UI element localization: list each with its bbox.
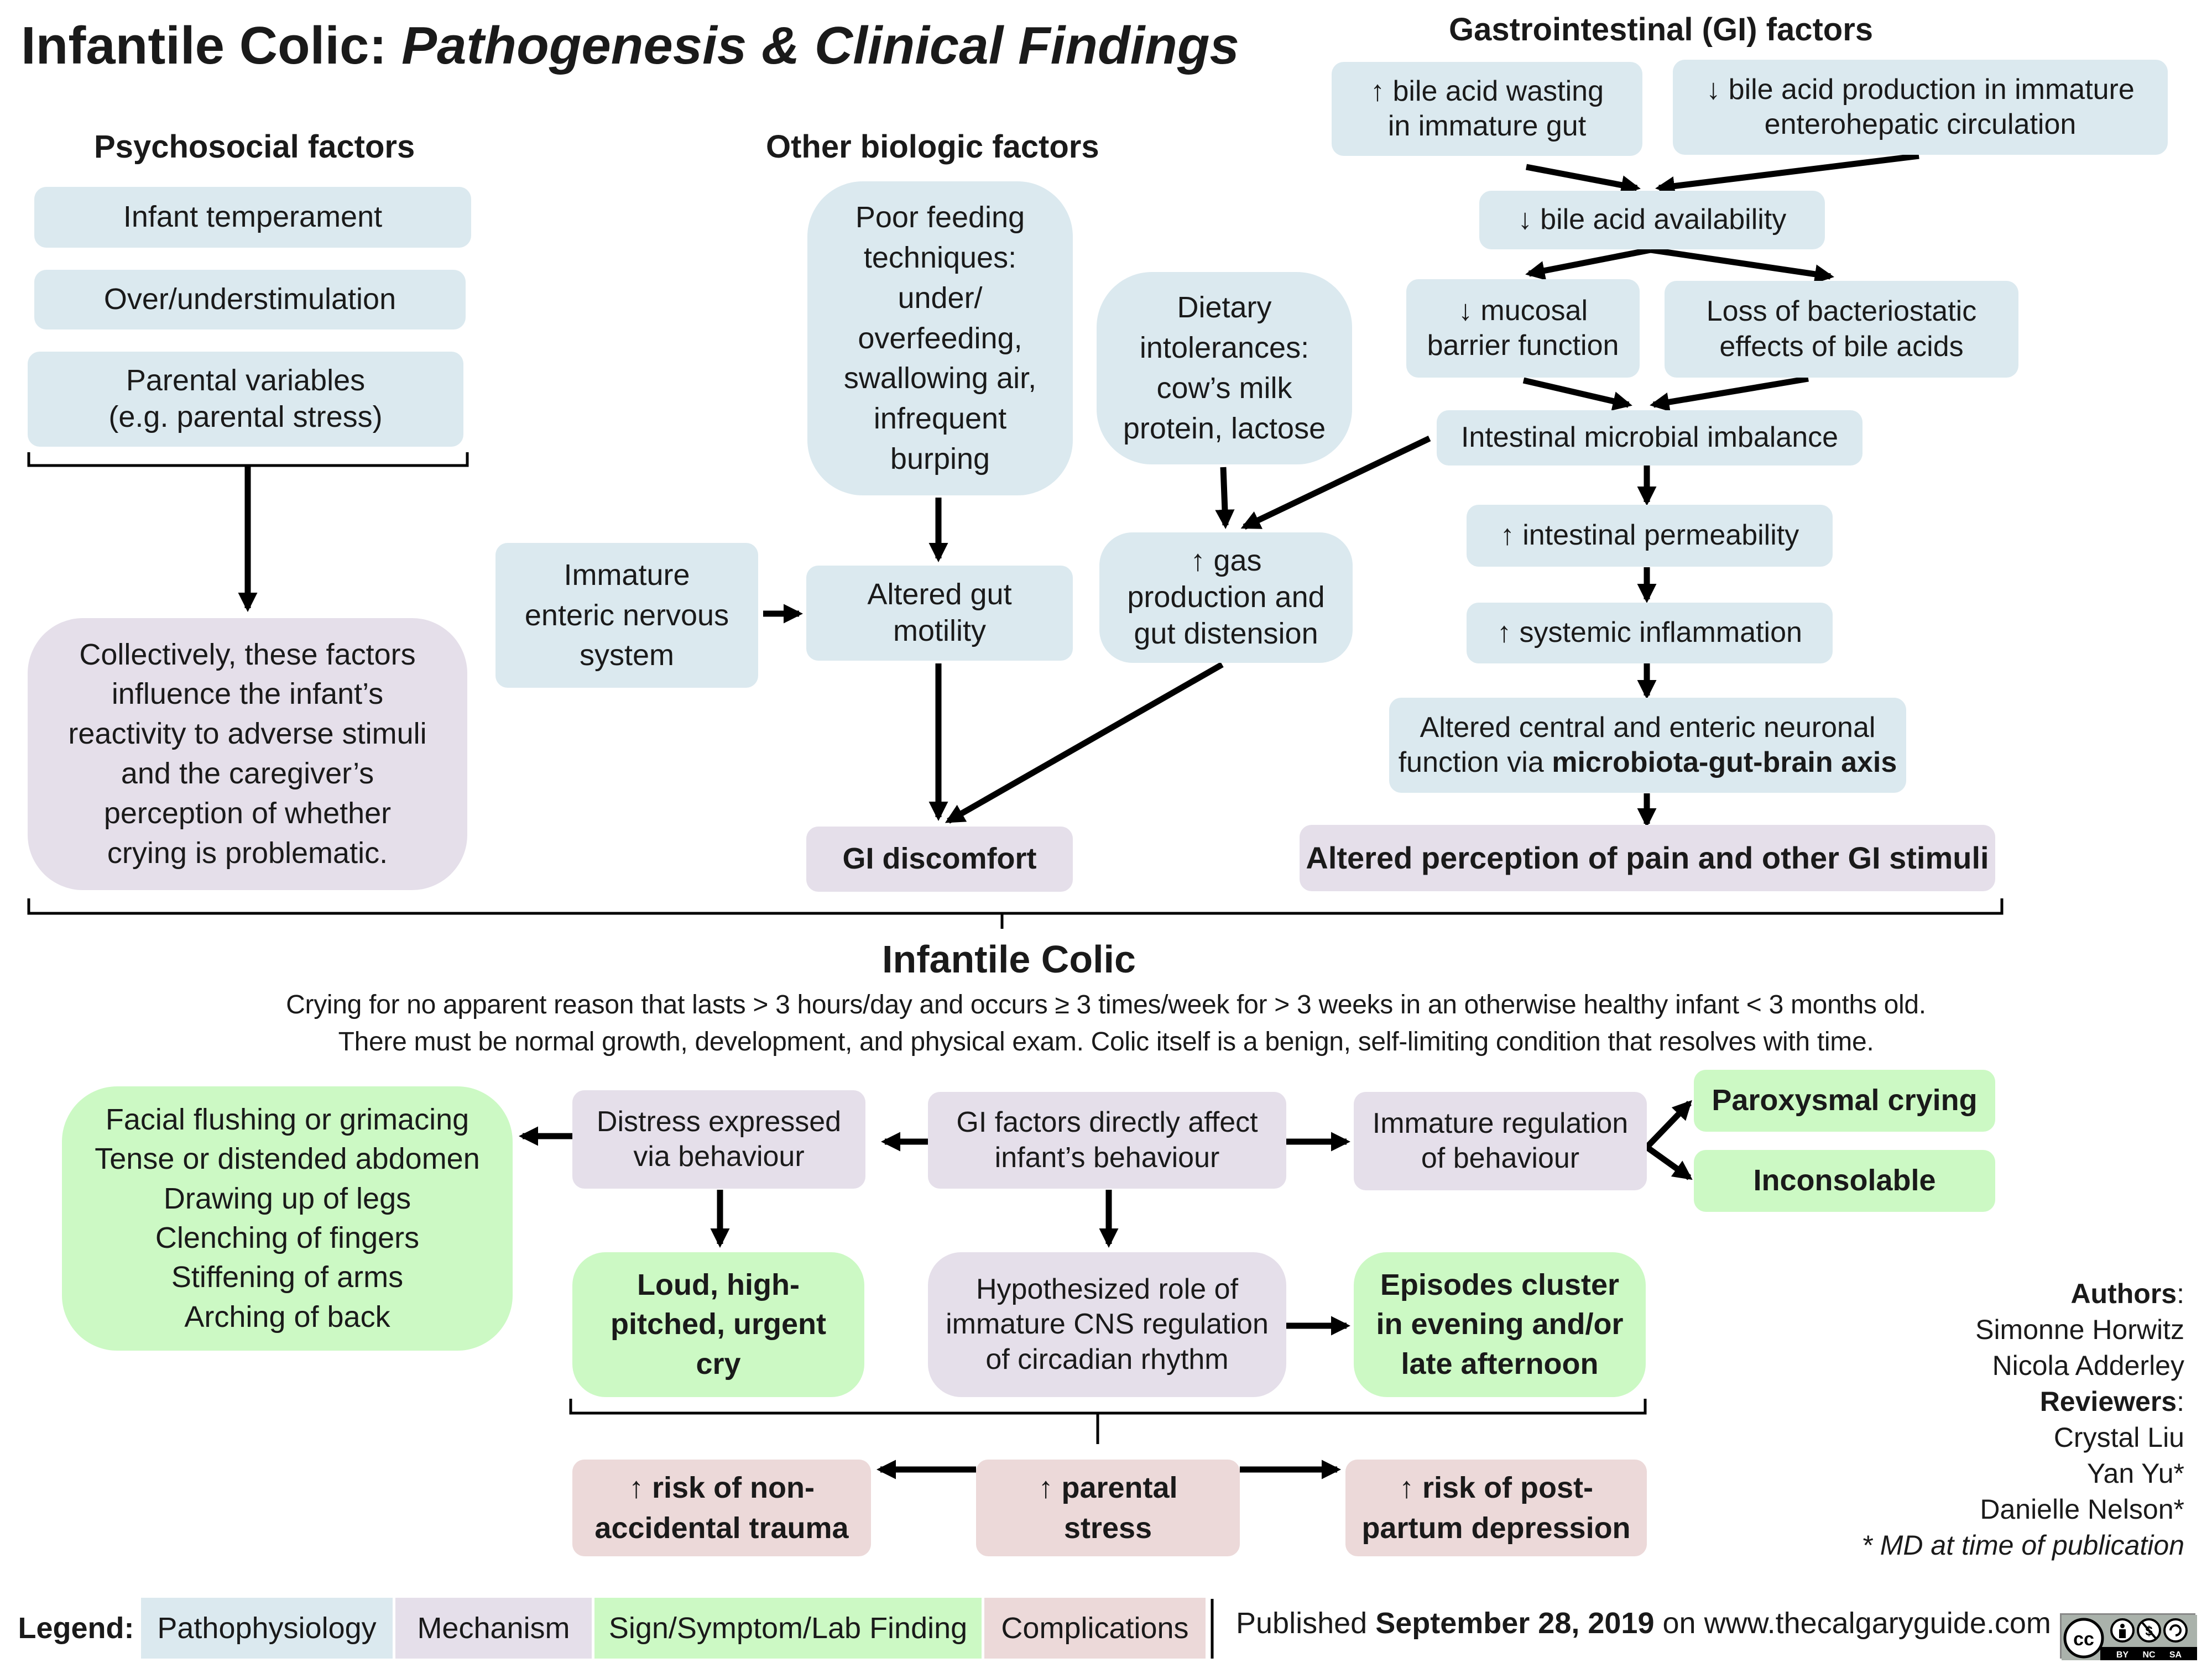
bile-acid-production-box: ↓ bile acid production in immature enter… (1673, 60, 2168, 155)
page-title: Infantile Colic: Pathogenesis & Clinical… (21, 15, 1239, 76)
stimulation-box: Over/understimulation (34, 270, 466, 330)
reviewer-name: Yan Yu* (2086, 1458, 2184, 1489)
infant-temperament-box: Infant temperament (34, 187, 471, 248)
microbial-imbalance-box: Intestinal microbial imbalance (1437, 410, 1863, 466)
publication-note: Published September 28, 2019 on www.thec… (1236, 1607, 2051, 1640)
svg-text:SA: SA (2169, 1650, 2182, 1660)
parental-variables-box: Parental variables (e.g. parental stress… (28, 352, 463, 447)
title-main: Infantile Colic: (21, 16, 402, 75)
pain-perception-box: Altered perception of pain and other GI … (1300, 825, 1995, 891)
mucosal-barrier-box: ↓ mucosal barrier function (1406, 279, 1640, 378)
colic-definition-line1: Crying for no apparent reason that lasts… (286, 990, 1926, 1019)
psychosocial-header: Psychosocial factors (94, 129, 415, 165)
svg-text:BY: BY (2116, 1650, 2129, 1660)
physical-signs-box: Facial flushing or grimacing Tense or di… (62, 1086, 513, 1351)
reviewer-name: Crystal Liu (2053, 1422, 2184, 1453)
credits-block: Authors: Simonne Horwitz Nicola Adderley… (1861, 1276, 2184, 1563)
license-badge-graphic: cc $ BY NC SA (2062, 1615, 2197, 1660)
gi-factors-header: Gastrointestinal (GI) factors (1449, 12, 1874, 48)
authors-label: Authors (2070, 1278, 2177, 1309)
gi-direct-behaviour-box: GI factors directly affect infant’s beha… (928, 1092, 1286, 1189)
legend-mechanism: Mechanism (395, 1598, 592, 1659)
gut-brain-axis-box: Altered central and enteric neuronal fun… (1389, 698, 1906, 793)
gi-discomfort-box: GI discomfort (806, 827, 1073, 892)
immature-ens-box: Immature enteric nervous system (495, 543, 758, 688)
altered-gut-motility-box: Altered gut motility (806, 566, 1073, 661)
circadian-rhythm-box: Hypothesized role of immature CNS regula… (928, 1252, 1286, 1397)
md-note: * MD at time of publication (1861, 1530, 2184, 1561)
gas-production-box: ↑ gas production and gut distension (1099, 532, 1353, 663)
evening-episodes-box: Episodes cluster in evening and/or late … (1354, 1252, 1646, 1397)
colic-title: Infantile Colic (882, 938, 1136, 981)
poor-feeding-box: Poor feeding techniques: under/ overfeed… (807, 181, 1073, 495)
svg-text:cc: cc (2073, 1629, 2094, 1650)
colic-definition-line2: There must be normal growth, development… (338, 1027, 1874, 1057)
reviewers-label: Reviewers (2039, 1386, 2177, 1417)
title-italic: Pathogenesis & Clinical Findings (401, 16, 1239, 75)
bile-acid-wasting-box: ↑ bile acid wasting in immature gut (1332, 62, 1642, 156)
psychosocial-summary-box: Collectively, these factors influence th… (28, 618, 467, 890)
author-name: Nicola Adderley (1992, 1350, 2184, 1381)
parental-stress-box: ↑ parental stress (976, 1460, 1240, 1556)
author-name: Simonne Horwitz (1975, 1314, 2184, 1345)
other-biologic-header: Other biologic factors (766, 129, 1099, 165)
trauma-risk-box: ↑ risk of non- accidental trauma (572, 1460, 871, 1556)
loud-cry-box: Loud, high- pitched, urgent cry (572, 1252, 864, 1397)
legend-pathophysiology: Pathophysiology (141, 1598, 393, 1659)
svg-text:NC: NC (2142, 1650, 2156, 1660)
postpartum-depression-box: ↑ risk of post- partum depression (1345, 1460, 1647, 1556)
systemic-inflammation-box: ↑ systemic inflammation (1467, 603, 1833, 663)
reviewer-name: Danielle Nelson* (1980, 1494, 2184, 1525)
inconsolable-box: Inconsolable (1694, 1150, 1995, 1212)
legend-label: Legend: (18, 1612, 134, 1645)
legend-sign-symptom: Sign/Symptom/Lab Finding (594, 1598, 982, 1659)
immature-regulation-box: Immature regulation of behaviour (1354, 1092, 1647, 1190)
distress-behaviour-box: Distress expressed via behaviour (572, 1090, 865, 1189)
bile-acid-availability-box: ↓ bile acid availability (1479, 191, 1825, 249)
dietary-intolerances-box: Dietary intolerances: cow’s milk protein… (1097, 272, 1352, 464)
bacteriostatic-box: Loss of bacteriostatic effects of bile a… (1665, 281, 2018, 378)
legend-complications: Complications (984, 1598, 1206, 1659)
cc-by-nc-sa-icon: cc $ BY NC SA (2060, 1613, 2197, 1660)
paroxysmal-crying-box: Paroxysmal crying (1694, 1070, 1995, 1132)
intestinal-permeability-box: ↑ intestinal permeability (1467, 505, 1833, 567)
